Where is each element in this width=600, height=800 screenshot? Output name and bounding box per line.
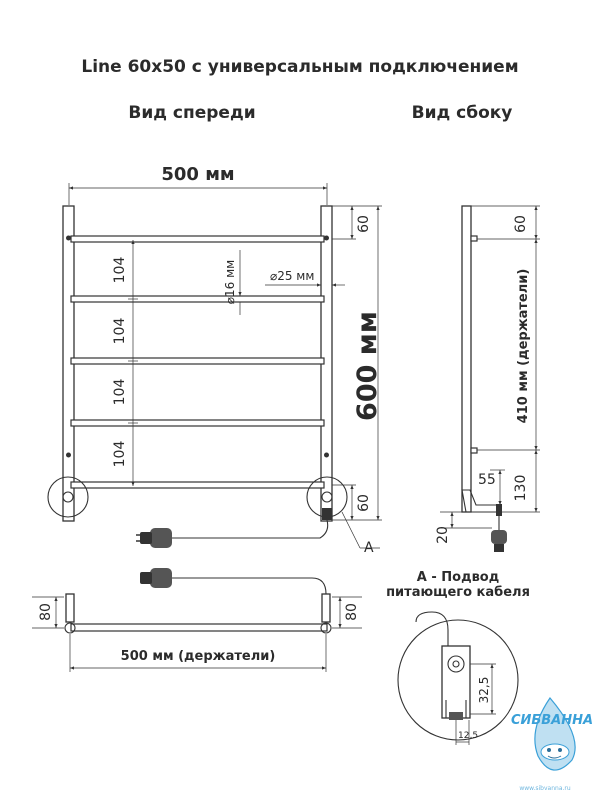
crossbar	[70, 295, 325, 303]
spacing-label-1: 104	[112, 257, 128, 284]
side-cable-offset: 20	[435, 526, 451, 544]
front-width-label: 500 мм	[161, 164, 234, 185]
crossbar	[70, 481, 325, 489]
power-cable	[172, 519, 329, 539]
side-top-offset: 60	[513, 215, 529, 233]
detail-marker: A	[364, 540, 374, 556]
mount-point-icon	[66, 235, 71, 241]
top-cable	[170, 577, 327, 595]
spacing-label-2: 104	[112, 318, 128, 345]
top-holders-label: 500 мм (держатели)	[121, 649, 276, 664]
bottom-holder-left	[47, 476, 89, 518]
crossbar	[70, 419, 325, 427]
detail-width: 12,5	[458, 731, 478, 741]
top-plug-icon	[140, 568, 172, 588]
side-pole	[461, 205, 472, 513]
detail-title-2: питающего кабеля	[386, 585, 530, 600]
side-bottom-a: 55	[478, 472, 496, 488]
mount-point-icon	[324, 235, 329, 241]
detail-title-1: А - Подвод	[417, 570, 499, 585]
top-depth-right: 80	[344, 603, 360, 621]
top-depth-left: 80	[38, 603, 54, 621]
side-holder-span: 410 мм (держатели)	[516, 269, 531, 424]
pipe-diameter-label: ⌀16 мм	[223, 260, 237, 304]
drawing-title: Line 60х50 с универсальным подключением	[81, 57, 518, 77]
side-view-label: Вид сбоку	[412, 103, 513, 123]
brand-website: www.sibvanna.ru	[519, 785, 571, 792]
mount-point-icon	[324, 452, 329, 458]
spacing-label-3: 104	[112, 379, 128, 406]
side-plug-icon	[491, 530, 507, 552]
top-view: 80 80 500 мм (держатели)	[32, 568, 362, 672]
mount-point-icon	[66, 452, 71, 458]
brand-logo: СИБВАННА www.sibvanna.ru	[511, 697, 593, 792]
detail-height: 32,5	[477, 677, 491, 704]
crossbar	[70, 235, 325, 243]
front-height-label: 600 мм	[352, 311, 383, 421]
front-view-label: Вид спереди	[128, 103, 255, 123]
detail-circle	[397, 619, 519, 741]
pole-diameter-label: ⌀25 мм	[270, 269, 314, 283]
brand-name: СИБВАННА	[511, 713, 593, 728]
front-top-offset: 60	[356, 215, 372, 233]
spacing-label-4: 104	[112, 441, 128, 468]
side-view: 60 410 мм (держатели) 55 130 20	[435, 205, 540, 552]
front-bottom-offset: 60	[356, 494, 372, 512]
front-view: 500 мм	[47, 164, 383, 556]
crossbar	[70, 357, 325, 365]
side-bottom-b: 130	[513, 475, 529, 502]
detail-a: А - Подвод питающего кабеля 32,5 12,5	[386, 570, 530, 745]
plug-icon	[136, 528, 172, 548]
